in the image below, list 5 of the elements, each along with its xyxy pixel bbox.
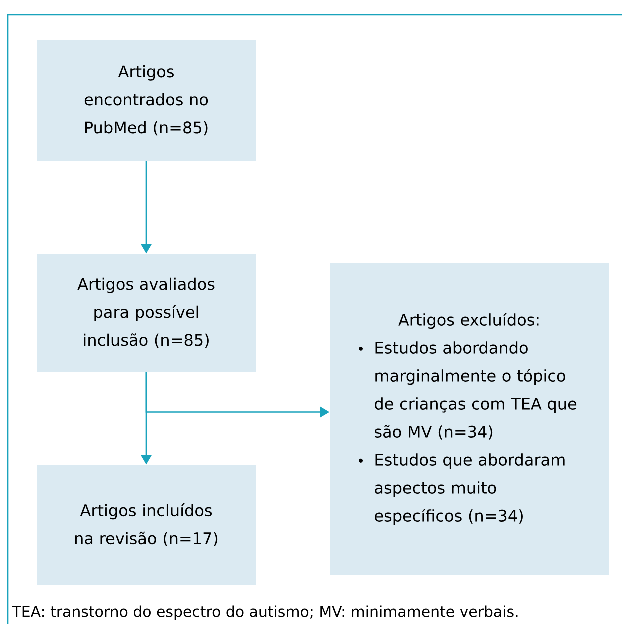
footnote: TEA: transtorno do espectro do autismo; MV: minimamente verbais.: [12, 606, 518, 620]
process-box: Artigos encontrados no PubMed (n=85): [37, 40, 256, 161]
process-box: Artigos avaliados para possível inclusão (n=85): [37, 254, 256, 372]
process-box: Artigos incluídos na revisão (n=17): [37, 465, 256, 585]
exclusion-box: Artigos excluídos: Estudos abordando marginalmente o tópico de crianças com TEA que são MV (n=34) Estudos que abordaram aspectos muito específicos (n=34): [330, 263, 609, 575]
